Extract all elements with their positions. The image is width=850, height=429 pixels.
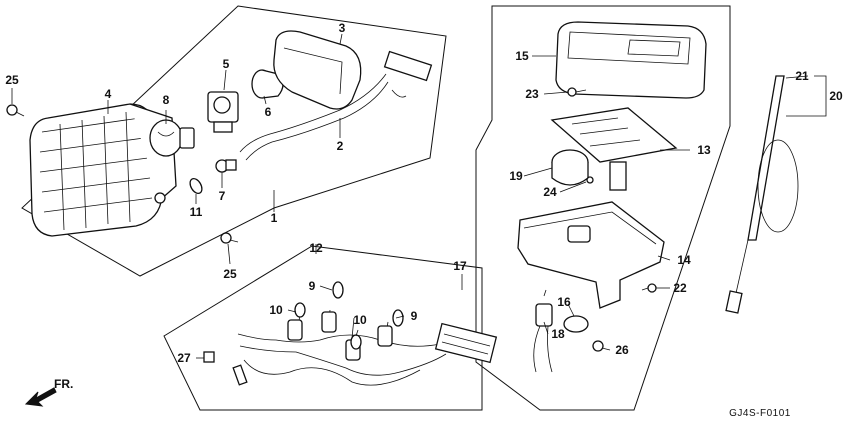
callout-24: 24 [543,185,557,199]
callout-9b: 9 [411,309,418,323]
speedometer-cable-part [725,75,799,314]
callout-3: 3 [339,21,346,35]
clip-nut-part [203,351,215,363]
front-label: FR. [54,377,73,391]
screw-lower-part [220,232,239,244]
callout-7: 7 [219,189,226,203]
diagram-code: GJ4S-F0101 [729,408,791,419]
callout-2: 2 [337,139,344,153]
position-lamp-bulb-part [189,177,203,195]
callout-4: 4 [105,87,112,101]
callout-10b: 10 [353,313,367,327]
meter-panel-part [550,107,678,191]
headlight-lens-part [29,103,177,237]
screw-22-part [641,283,657,293]
screw-26-part [592,340,604,352]
callout-19: 19 [509,169,523,183]
wedge-bulb-10b-part [350,334,362,350]
callout-25b: 25 [223,267,237,281]
screw-24-part [586,176,594,184]
callout-1: 1 [271,211,278,225]
front-direction-arrow-icon [24,387,57,407]
meter-cover-part [555,21,707,99]
callout-14: 14 [677,253,691,267]
position-lamp-socket-part [215,159,237,173]
callout-20: 20 [829,89,843,103]
callout-5: 5 [223,57,230,71]
callout-21: 21 [795,69,809,83]
callout-23: 23 [525,87,539,101]
callout-6: 6 [265,105,272,119]
callout-27: 27 [177,351,191,365]
wedge-bulb-9b-part [392,309,404,327]
callout-22: 22 [673,281,687,295]
callout-13: 13 [697,143,711,157]
callout-10a: 10 [269,303,283,317]
callout-25a: 25 [5,73,19,87]
callout-11: 11 [190,205,203,219]
wedge-bulb-9a-part [332,281,344,299]
callout-15: 15 [515,49,529,63]
headlight-bulb-part [149,119,195,157]
meter-socket-part [551,149,589,186]
callout-17: 17 [453,259,467,273]
callout-9a: 9 [309,279,316,293]
leader-lines [11,33,827,359]
grommet-part [563,315,589,333]
screw-upper-part [6,104,25,117]
harness-socket-d-part [377,325,393,347]
bulb-socket-part [207,91,239,133]
harness-socket-b-part [321,311,337,333]
callout-16: 16 [557,295,571,309]
wedge-bulb-10a-part [294,302,306,318]
callout-12: 12 [309,241,323,255]
indicator-light-part [533,289,553,373]
meter-group-outline [475,5,731,411]
headlight-harness-part [239,73,407,161]
callout-26: 26 [615,343,629,357]
callout-8: 8 [163,93,170,107]
harness-socket-a-part [287,319,303,341]
headlight-case-part [273,30,433,110]
meter-case-part [517,201,665,309]
callout-18: 18 [551,327,565,341]
